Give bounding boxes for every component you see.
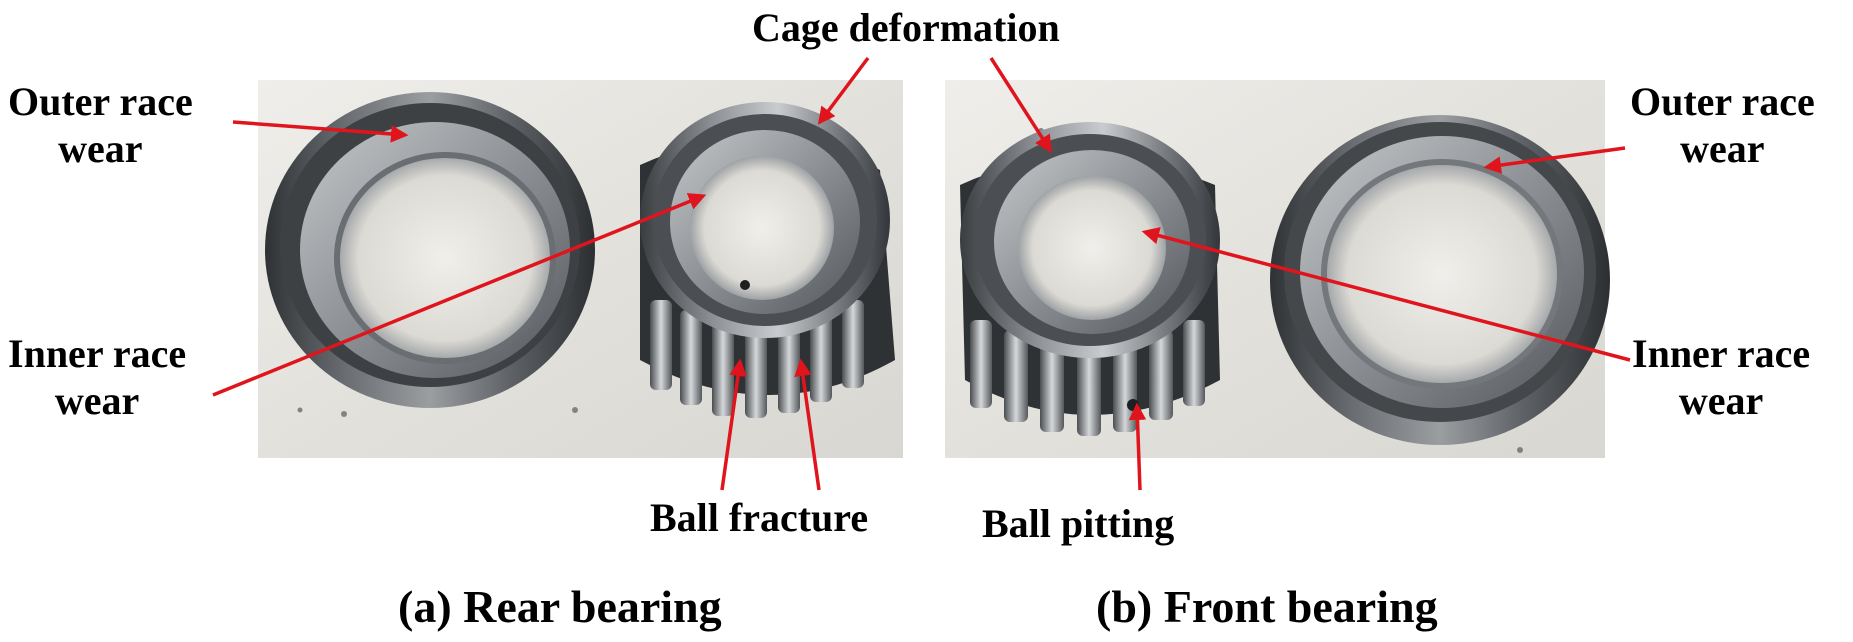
- front-photo-background: [945, 80, 1605, 458]
- label-front-outer-race-wear: Outer race wear: [1630, 79, 1815, 172]
- label-rear-inner-race-wear: Inner race wear: [8, 331, 187, 424]
- arrow-front-ball-pitting: [1128, 402, 1147, 491]
- rear-cone-assembly: [640, 102, 895, 418]
- front-cone-assembly: [960, 122, 1220, 436]
- front-outer-race: [1270, 115, 1610, 445]
- arrow-front-outer-race: [1483, 146, 1626, 174]
- arrow-rear-ball-2: [794, 358, 821, 491]
- rear-outer-race: [265, 92, 595, 408]
- arrow-rear-ball-1: [720, 358, 747, 491]
- label-front-inner-race-wear: Inner race wear: [1632, 331, 1811, 424]
- arrow-front-cage: [989, 57, 1052, 153]
- rear-photo-background: [258, 80, 903, 458]
- label-ball-fracture: Ball fracture: [650, 495, 869, 540]
- label-ball-pitting: Ball pitting: [982, 501, 1175, 546]
- arrow-rear-inner-race: [212, 193, 707, 397]
- arrow-rear-outer-race: [232, 120, 409, 143]
- caption-front-bearing: (b) Front bearing: [1096, 581, 1438, 632]
- arrow-front-inner-race: [1141, 227, 1631, 362]
- arrow-rear-cage: [817, 56, 870, 125]
- caption-rear-bearing: (a) Rear bearing: [398, 581, 722, 632]
- label-cage-deformation: Cage deformation: [752, 5, 1060, 50]
- label-rear-outer-race-wear: Outer race wear: [8, 79, 193, 172]
